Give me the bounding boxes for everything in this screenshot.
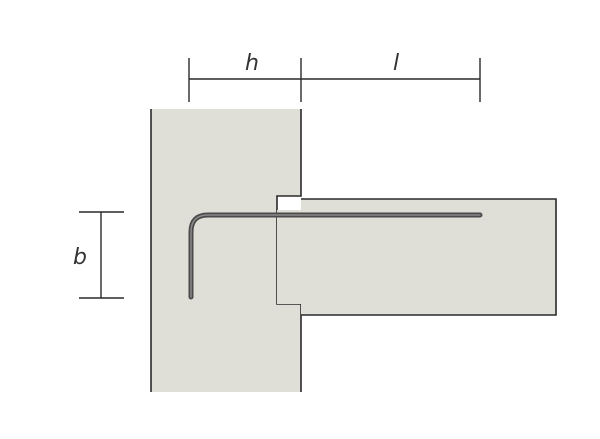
dimension-l: l: [301, 51, 481, 102]
rebar-hook-highlight: [190, 214, 481, 298]
beam-outline: [301, 198, 557, 316]
dimension-l-label: l: [393, 51, 399, 76]
dimension-b-label: b: [73, 245, 87, 270]
dimension-h-label: h: [245, 51, 259, 76]
dimension-h: h: [188, 51, 302, 102]
dimension-b: b: [73, 211, 124, 299]
wall-member: [151, 109, 301, 392]
beam-member: [277, 199, 556, 315]
